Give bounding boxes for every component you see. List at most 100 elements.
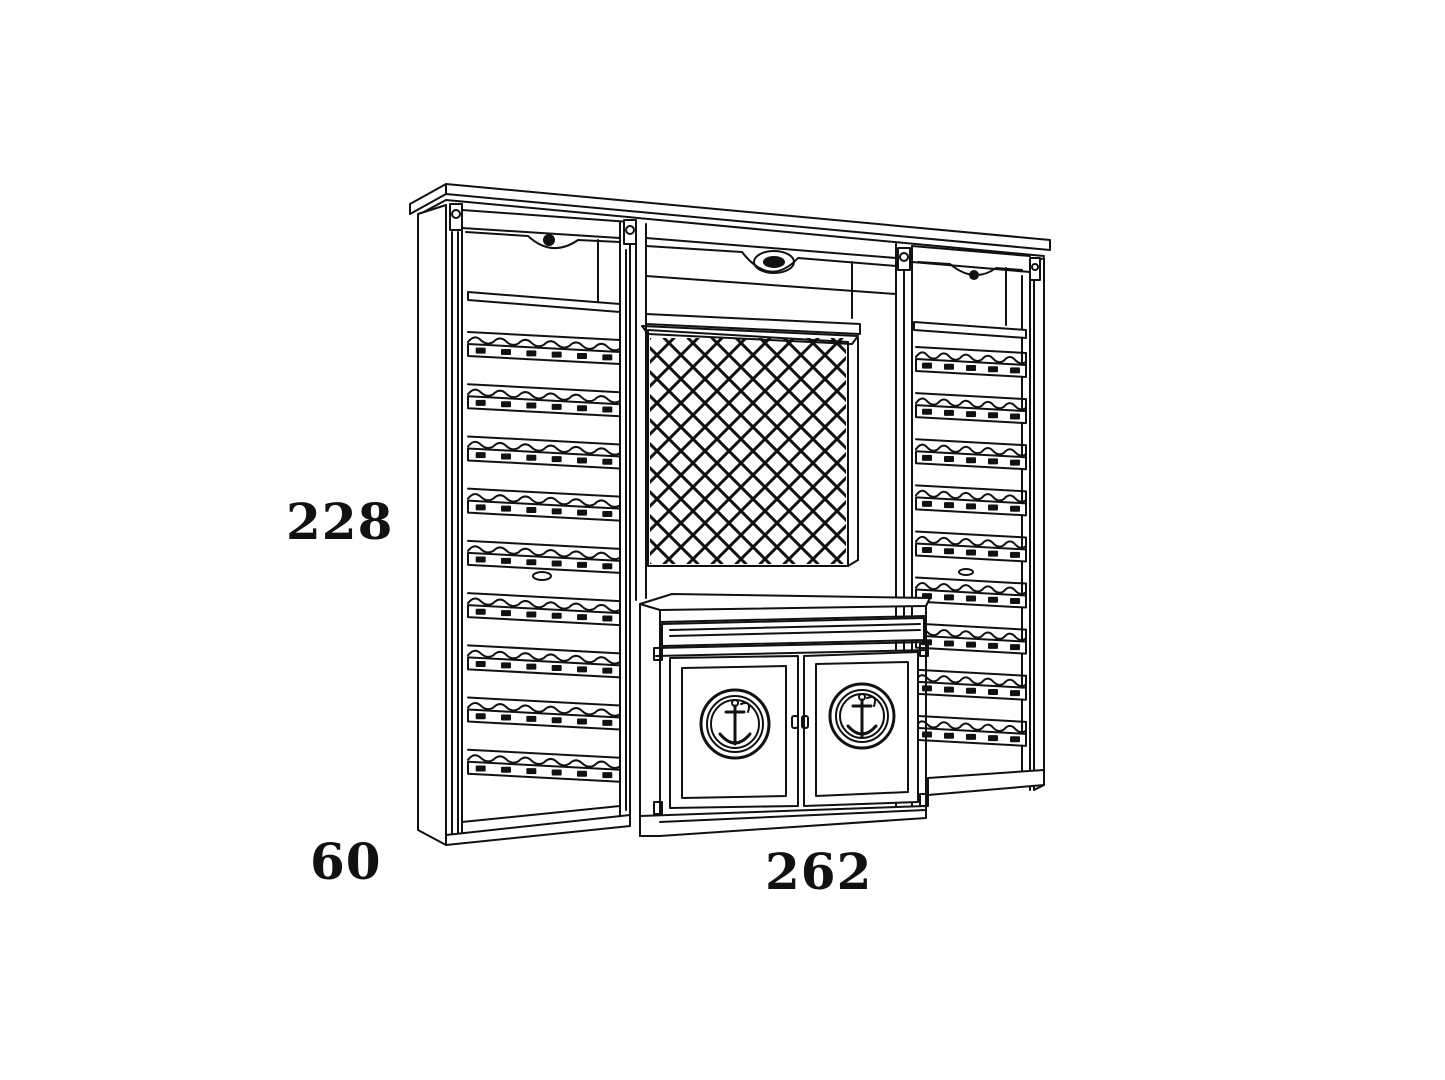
rack-slot	[527, 404, 535, 408]
rack-slot	[477, 766, 485, 770]
rack-slot	[502, 350, 510, 354]
rack-slot	[967, 550, 975, 554]
rack-front	[468, 657, 620, 677]
lattice-line	[808, 338, 1034, 564]
rack-slot	[989, 459, 997, 463]
lattice-line	[520, 338, 746, 564]
rack-slot	[553, 509, 561, 513]
tower-knobs	[533, 569, 973, 580]
lattice-line	[760, 338, 986, 564]
lattice-line	[712, 338, 938, 564]
lattice-line	[640, 338, 866, 564]
wine-rack-shelf	[468, 645, 620, 677]
wine-rack-shelf	[916, 670, 1026, 700]
rack-slot	[553, 562, 561, 566]
rack-slot	[967, 504, 975, 508]
rack-back	[916, 531, 1026, 537]
rack-slot	[578, 511, 586, 515]
rack-slot	[603, 460, 611, 464]
rack-bottle-slots	[468, 703, 620, 716]
rack-slot	[477, 610, 485, 614]
rack-bottle-slots	[916, 629, 1026, 640]
rack-front	[468, 396, 620, 416]
wine-rack-shelf	[916, 485, 1026, 515]
right-wine-racks	[916, 347, 1026, 746]
rack-slot	[527, 560, 535, 564]
rack-slot	[477, 453, 485, 457]
rose-icon	[544, 235, 978, 279]
rack-slot	[477, 505, 485, 509]
lattice-line	[784, 338, 1010, 564]
rack-front	[468, 553, 620, 573]
rack-back	[916, 578, 1026, 584]
rack-slot	[578, 563, 586, 567]
rack-bottle-slots	[916, 675, 1026, 686]
rack-slot	[578, 720, 586, 724]
lattice-line	[736, 338, 962, 564]
rack-slot	[1011, 415, 1019, 419]
wine-rack-shelf	[916, 624, 1026, 654]
rack-slot	[1011, 645, 1019, 649]
rack-bottle-slots	[468, 546, 620, 559]
rack-slot	[527, 351, 535, 355]
rack-slot	[967, 689, 975, 693]
rack-slot	[527, 456, 535, 460]
rack-slot	[553, 770, 561, 774]
rack-slot	[527, 612, 535, 616]
rack-slot	[945, 641, 953, 645]
rack-front	[468, 710, 620, 730]
depth-dimension-label: 60	[310, 832, 382, 891]
rack-slot	[477, 558, 485, 562]
rack-slot	[502, 611, 510, 615]
rack-back	[468, 645, 620, 653]
rack-bottle-slots	[916, 352, 1026, 363]
rack-slot	[967, 366, 975, 370]
rack-back	[468, 750, 620, 758]
rack-slot	[578, 667, 586, 671]
rack-slot	[945, 688, 953, 692]
rack-slot	[603, 773, 611, 777]
rack-slot	[477, 401, 485, 405]
rack-slot	[945, 595, 953, 599]
rack-back	[916, 670, 1026, 676]
lattice-line	[616, 338, 842, 564]
rack-bottle-slots	[468, 442, 620, 455]
rack-slot	[989, 736, 997, 740]
rack-back	[468, 384, 620, 392]
rack-slot	[603, 355, 611, 359]
rack-front	[468, 762, 620, 782]
rack-slot	[1011, 368, 1019, 372]
lattice-line	[808, 338, 1034, 564]
rack-bottle-slots	[468, 651, 620, 664]
rack-slot	[477, 662, 485, 666]
wine-rack-shelf	[916, 439, 1026, 469]
rack-front	[468, 501, 620, 521]
rack-slot	[578, 615, 586, 619]
rack-slot	[923, 502, 931, 506]
lattice-line	[544, 338, 770, 564]
rack-slot	[527, 769, 535, 773]
lattice-line	[520, 338, 746, 564]
lattice-line	[664, 338, 890, 564]
wine-rack-shelf	[468, 384, 620, 416]
rack-slot	[967, 412, 975, 416]
wine-rack-shelf	[916, 716, 1026, 746]
lattice-line	[736, 338, 962, 564]
lattice-panel	[424, 338, 1274, 564]
left-tower	[418, 205, 630, 845]
rack-slot	[603, 564, 611, 568]
wine-rack-shelf	[468, 332, 620, 364]
rack-slot	[967, 458, 975, 462]
rack-slot	[1011, 599, 1019, 603]
rack-bottle-slots	[916, 583, 1026, 594]
rack-slot	[578, 772, 586, 776]
lattice-line	[496, 338, 722, 564]
wine-rack-shelf	[468, 593, 620, 625]
left-wine-racks	[468, 332, 620, 782]
wine-rack-shelf	[916, 347, 1026, 377]
rack-slot	[527, 717, 535, 721]
rack-back	[468, 541, 620, 549]
rack-slot	[923, 410, 931, 414]
lattice-line	[784, 338, 1010, 564]
finial-ornaments	[450, 204, 1040, 280]
